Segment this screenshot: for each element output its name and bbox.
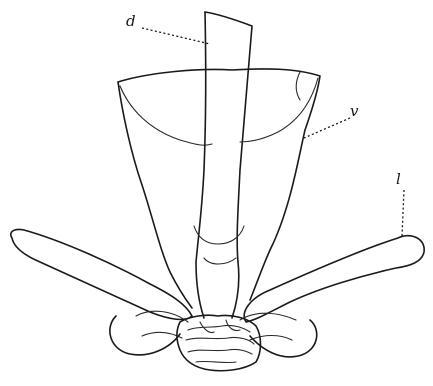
ventral-cup-outline [118, 69, 320, 308]
label-l-callout: l [396, 170, 404, 236]
label-v: v [350, 102, 359, 120]
label-d-leader [142, 28, 210, 44]
label-l-leader [402, 190, 404, 236]
label-d-callout: d [126, 12, 210, 44]
central-base-mass [177, 315, 261, 370]
label-v-leader [304, 118, 350, 138]
left-lateral-arm [11, 229, 192, 354]
label-l: l [396, 170, 401, 188]
label-d: d [126, 12, 136, 30]
dorsal-blade-outline [194, 12, 252, 318]
